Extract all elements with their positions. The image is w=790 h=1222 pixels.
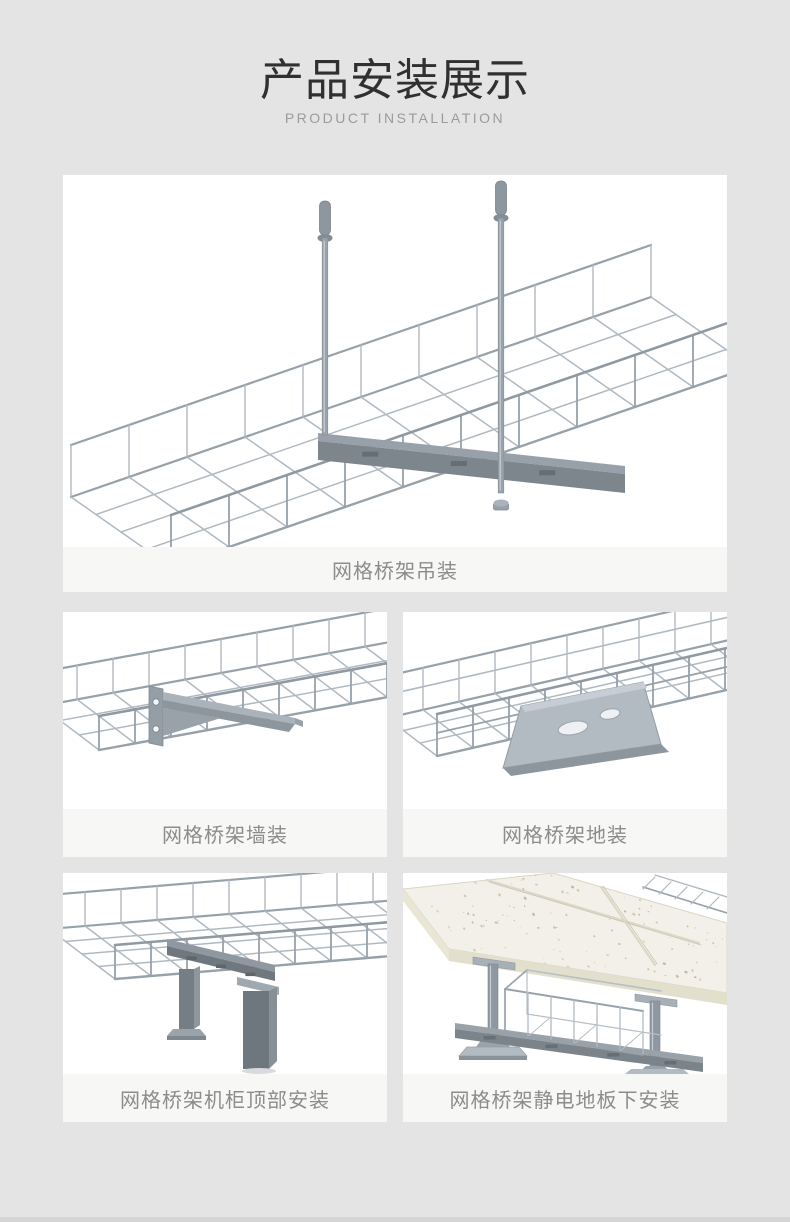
panel-cabinet-top-installation: 网格桥架机柜顶部安装 (63, 873, 387, 1122)
mesh-tray-cabinet-top-illustration (63, 873, 387, 1074)
panel-under-floor-installation: 网格桥架静电地板下安装 (403, 873, 727, 1122)
section-header: 产品安装展示 PRODUCT INSTALLATION (0, 0, 790, 126)
floor-installation-image (403, 612, 727, 809)
mesh-tray-wall-illustration (63, 612, 387, 752)
mesh-tray-hanging-illustration (69, 180, 727, 547)
section-subtitle: PRODUCT INSTALLATION (284, 109, 506, 126)
hanging-installation-image (63, 175, 727, 547)
panel-wall-installation: 网格桥架墙装 (63, 612, 387, 857)
caption-cabinet-top: 网格桥架机柜顶部安装 (63, 1074, 387, 1122)
mesh-tray-floor-illustration (403, 612, 727, 776)
cabinet-top-installation-image (63, 873, 387, 1074)
under-floor-installation-image (403, 873, 727, 1074)
section-divider (0, 1217, 790, 1222)
section-title: 产品安装展示 (260, 56, 530, 105)
panel-floor-installation: 网格桥架地装 (403, 612, 727, 857)
panel-hanging-installation: 网格桥架吊装 (63, 175, 727, 592)
wall-installation-image (63, 612, 387, 809)
caption-wall: 网格桥架墙装 (63, 809, 387, 857)
caption-hanging: 网格桥架吊装 (63, 547, 727, 592)
caption-floor: 网格桥架地装 (403, 809, 727, 857)
mesh-tray-under-floor-illustration (403, 873, 727, 1074)
caption-under-floor: 网格桥架静电地板下安装 (403, 1074, 727, 1122)
